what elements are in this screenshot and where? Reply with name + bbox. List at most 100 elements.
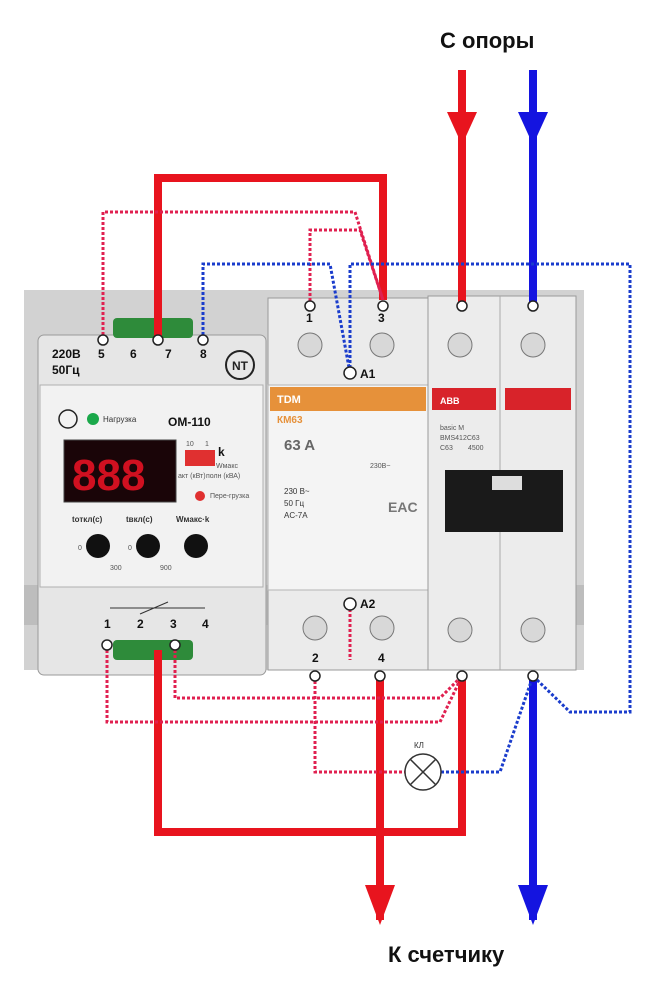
knob1-label: tоткл(с): [72, 515, 103, 524]
contactor-brand: TDM: [277, 394, 301, 406]
breaker-line4: 4500: [468, 445, 484, 452]
overload-led: [195, 491, 205, 501]
dip-switch: [185, 450, 215, 466]
phase-out-arrow: [365, 885, 395, 925]
relay-voltage: 220В: [52, 347, 81, 361]
dot-contactor-2: [309, 670, 321, 682]
breaker-screw-top-r: [520, 332, 546, 358]
relay-bterm-3: 3: [170, 617, 177, 631]
breaker-screw-bot-l: [447, 617, 473, 643]
contactor-term-1: 1: [306, 311, 313, 325]
knob1-min: 0: [78, 545, 82, 552]
bottom-title: К счетчику: [388, 942, 505, 967]
knob3-label: Wмакс·k: [176, 515, 210, 524]
dot-relay-5: [97, 334, 109, 346]
dot-relay-b3: [169, 639, 181, 651]
ctrl-red-relay1: [105, 645, 464, 724]
overload-label: Пере-грузка: [210, 493, 249, 500]
green-clip-top: [113, 318, 193, 338]
relay-contact-blade: [139, 601, 169, 615]
contactor-screw-3: [369, 332, 395, 358]
indicator-lamp: КЛ: [404, 741, 442, 791]
contactor-brand-bar: [270, 387, 426, 411]
breaker-red-bar-2: [505, 388, 571, 410]
relay-term-6: 6: [130, 347, 137, 361]
contactor-front: [267, 384, 429, 591]
relay-display-digits: 888: [72, 451, 145, 500]
dot-breaker-out-l: [456, 670, 468, 682]
ctrl-red-relay3: [173, 645, 464, 700]
breaker-line2: BMS412C63: [440, 435, 480, 442]
a1-label: A1: [360, 367, 376, 381]
breaker-line1: basic M: [440, 425, 464, 432]
breaker-abb: ABB basic M BMS412C63 C63 4500: [427, 295, 577, 671]
knob-t-off[interactable]: [86, 534, 110, 558]
contactor-rating-f: 50 Гц: [284, 499, 304, 508]
scale-1: 1: [205, 441, 209, 448]
relay-bterm-1: 1: [104, 617, 111, 631]
relay-term-5: 5: [98, 347, 105, 361]
relay-freq: 50Гц: [52, 363, 80, 377]
nt-logo-front: [58, 409, 78, 429]
contactor-rating-ac: AC-7A: [284, 511, 308, 520]
contactor-term-4: 4: [378, 651, 385, 665]
relay-term-8: 8: [200, 347, 207, 361]
contactor-coil: 230В~: [370, 463, 390, 470]
nt-logo-top: [225, 350, 255, 380]
phase-loop-bottom: [154, 650, 466, 836]
relay-display: [63, 439, 177, 503]
knob-w-max[interactable]: [184, 534, 208, 558]
full-label: полн (кВА): [206, 473, 240, 480]
load-led: [87, 413, 99, 425]
dot-relay-b1: [101, 639, 113, 651]
ctrl-blue-8: [201, 262, 352, 374]
breaker-screw-top-l: [447, 332, 473, 358]
dot-contactor-3: [377, 300, 389, 312]
top-title: С опоры: [440, 28, 534, 53]
lamp-cross-2: [409, 758, 437, 786]
relay-term-7: 7: [165, 347, 172, 361]
dot-contactor-a2: [343, 597, 357, 611]
scale-k: k: [218, 445, 225, 459]
act-label: акт (кВт): [178, 473, 206, 480]
dot-contactor-a1: [343, 366, 357, 380]
relay-model: OM-110: [168, 415, 211, 429]
phase-in-arrow: [447, 112, 477, 145]
contactor-series: КМ63: [277, 415, 303, 426]
w-max-label: Wмакс: [216, 463, 238, 470]
phase-loop-top: [154, 174, 387, 340]
breaker-line3: C63: [440, 445, 453, 452]
lamp-label: КЛ: [414, 741, 424, 750]
breaker-screw-bot-r: [520, 617, 546, 643]
breaker-red-bar-1: [432, 388, 496, 410]
breaker-brand: ABB: [440, 396, 460, 406]
nt-logo-top-mark: NT: [232, 359, 249, 373]
knob2-max: 900: [160, 565, 172, 572]
load-label: Нагрузка: [103, 415, 137, 424]
knob2-min: 0: [128, 545, 132, 552]
wires: [101, 70, 632, 925]
contactor-screw-1: [297, 332, 323, 358]
terminal-dots: [97, 300, 539, 682]
contactor-eac: EAC: [388, 499, 418, 515]
knob2-label: tвкл(с): [126, 515, 153, 524]
dot-breaker-in-r: [527, 300, 539, 312]
a2-label: A2: [360, 597, 376, 611]
breaker-handle-slot: [492, 476, 522, 490]
dot-breaker-in-l: [456, 300, 468, 312]
knob-t-on[interactable]: [136, 534, 160, 558]
contactor-screw-2: [302, 615, 328, 641]
ctrl-red-2-lamp: [313, 676, 405, 774]
knob1-max: 300: [110, 565, 122, 572]
contactor-term-3: 3: [378, 311, 385, 325]
green-clip-bottom: [113, 640, 193, 660]
neutral-out-arrow: [518, 885, 548, 925]
dot-breaker-out-r: [527, 670, 539, 682]
dot-relay-7: [152, 334, 164, 346]
contactor-screw-4: [369, 615, 395, 641]
neutral-in-arrow: [518, 112, 548, 145]
ctrl-red-5: [101, 210, 385, 340]
om110-relay: 220В 50Гц 5 6 7 8 NT Нагрузка OM-110 888…: [37, 318, 267, 676]
contactor-rating-v: 230 В~: [284, 487, 310, 496]
